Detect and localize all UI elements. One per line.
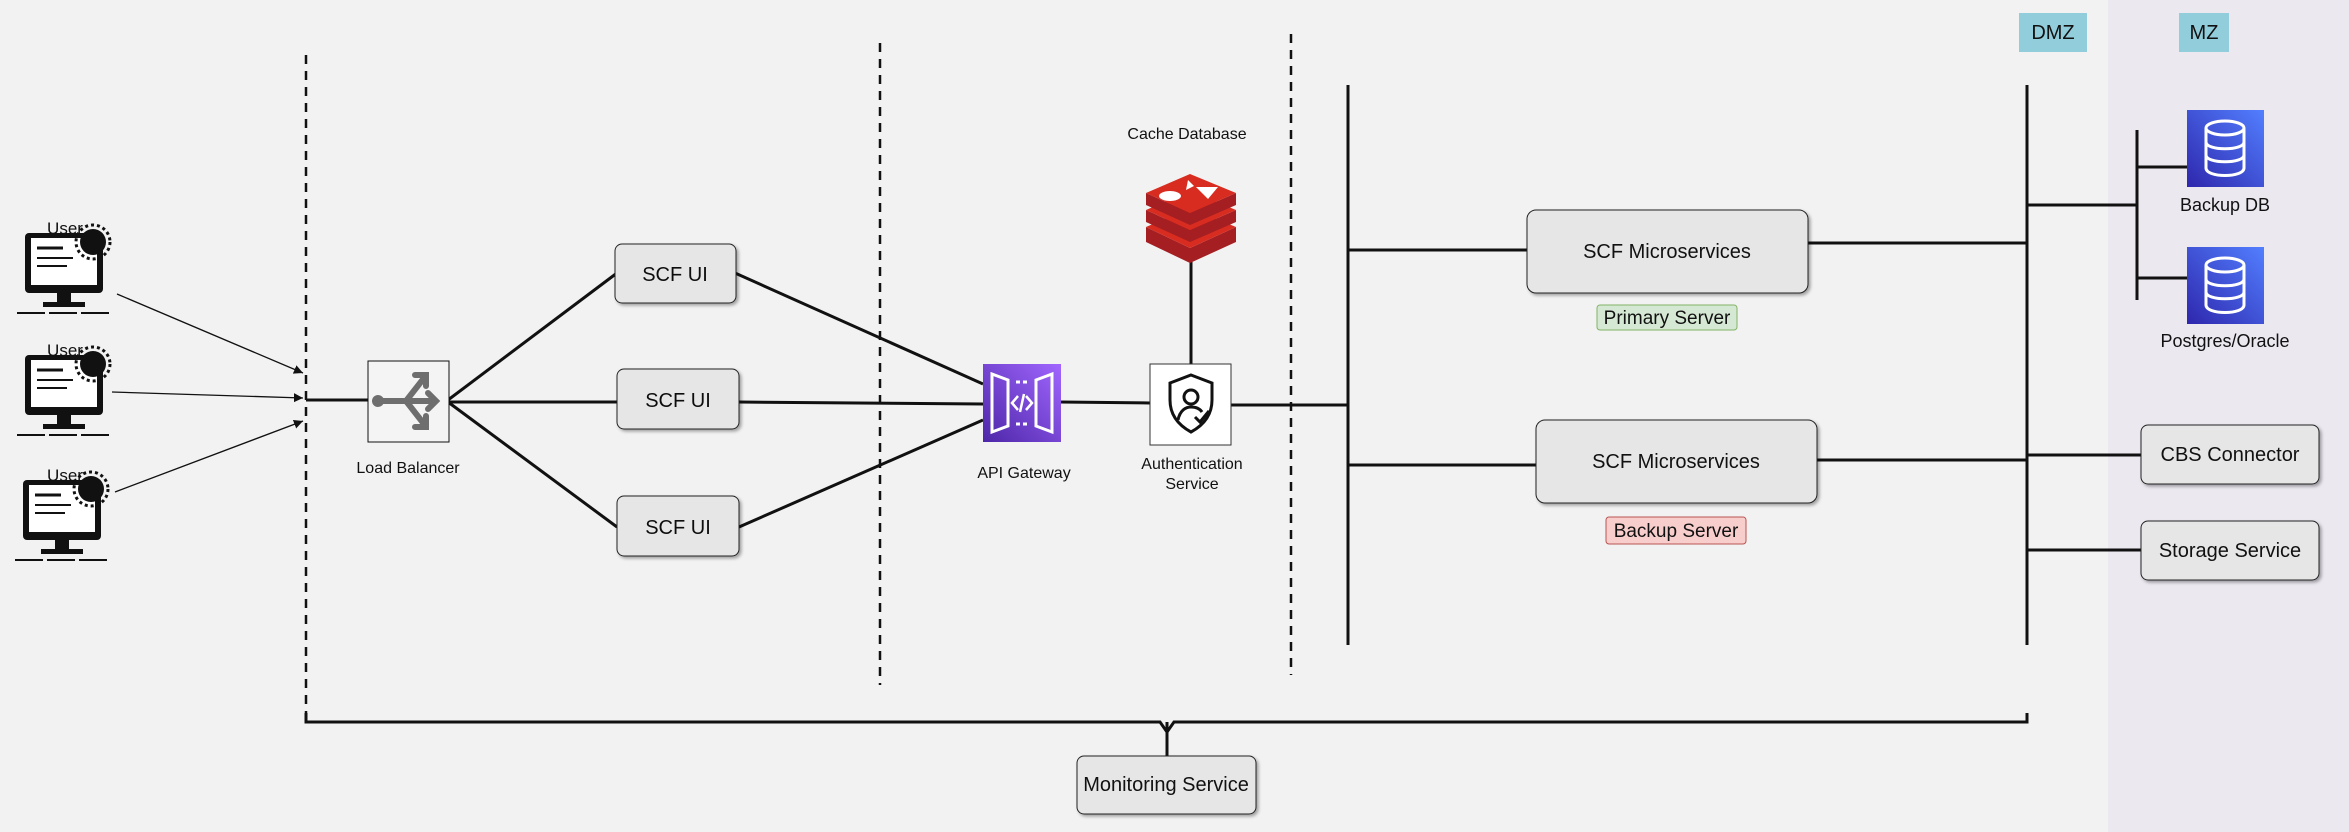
backup-server-label: Backup Server [1614, 521, 1739, 542]
postgres-oracle-node: Postgres/Oracle [2160, 247, 2290, 351]
primary-microservices-node: SCF Microservices Primary Server [1526, 209, 1809, 331]
database-icon [2204, 119, 2246, 177]
cbs-connector-node: CBS Connector [2140, 424, 2320, 485]
scf-ui-node-2: SCF UI [616, 368, 740, 430]
backup-microservices-label: SCF Microservices [1592, 451, 1760, 473]
scf-ui-label-1: SCF UI [642, 264, 708, 286]
backup-server-tag [1605, 516, 1747, 545]
database-icon [2204, 256, 2246, 314]
backup-microservices-node: SCF Microservices Backup Server [1535, 419, 1818, 545]
backup-db-node: Backup DB [2180, 110, 2270, 215]
primary-server-tag [1596, 304, 1738, 331]
storage-service-node: Storage Service [2140, 520, 2320, 581]
user-label-2: User [47, 341, 83, 360]
dmz-zone-tag: DMZ [2019, 13, 2087, 52]
shield-icon [1168, 373, 1214, 434]
authentication-service-label-line2: Service [1165, 476, 1218, 493]
user-terminal-3: User [15, 466, 110, 561]
load-balancer-node: Load Balancer [356, 360, 460, 477]
backup-db-label: Backup DB [2180, 195, 2270, 215]
user-label-3: User [47, 466, 83, 485]
dmz-label: DMZ [2031, 22, 2074, 44]
primary-server-label: Primary Server [1604, 308, 1731, 329]
primary-microservices-label: SCF Microservices [1583, 241, 1751, 263]
cache-database-node: Cache Database [1127, 126, 1247, 263]
user-label-1: User [47, 219, 83, 238]
authentication-service-node: Authentication Service [1141, 363, 1243, 493]
scf-ui-node-1: SCF UI [614, 243, 737, 304]
mz-zone-tag: MZ [2179, 13, 2229, 52]
monitoring-service-node: Monitoring Service [1076, 755, 1257, 815]
cache-database-label: Cache Database [1127, 126, 1246, 143]
authentication-service-label-line1: Authentication [1141, 456, 1242, 473]
scf-ui-label-2: SCF UI [645, 390, 711, 412]
connector-lines [304, 85, 2187, 756]
cache-database-icon [1146, 174, 1236, 263]
load-balancer-icon [372, 395, 384, 407]
scf-ui-label-3: SCF UI [645, 517, 711, 539]
api-gateway-node: API Gateway [977, 364, 1071, 482]
storage-service-label: Storage Service [2159, 540, 2301, 562]
user-arrows [111, 293, 304, 493]
cbs-connector-label: CBS Connector [2161, 444, 2300, 466]
user-terminal-1: User [17, 219, 112, 314]
scf-ui-node-3: SCF UI [616, 495, 740, 557]
mz-label: MZ [2190, 22, 2219, 44]
api-gateway-label: API Gateway [977, 465, 1070, 482]
postgres-oracle-label: Postgres/Oracle [2160, 331, 2289, 351]
load-balancer-label: Load Balancer [356, 460, 460, 477]
monitoring-service-label: Monitoring Service [1083, 774, 1249, 796]
user-terminal-2: User [17, 341, 112, 436]
dashed-separators [304, 34, 1293, 715]
